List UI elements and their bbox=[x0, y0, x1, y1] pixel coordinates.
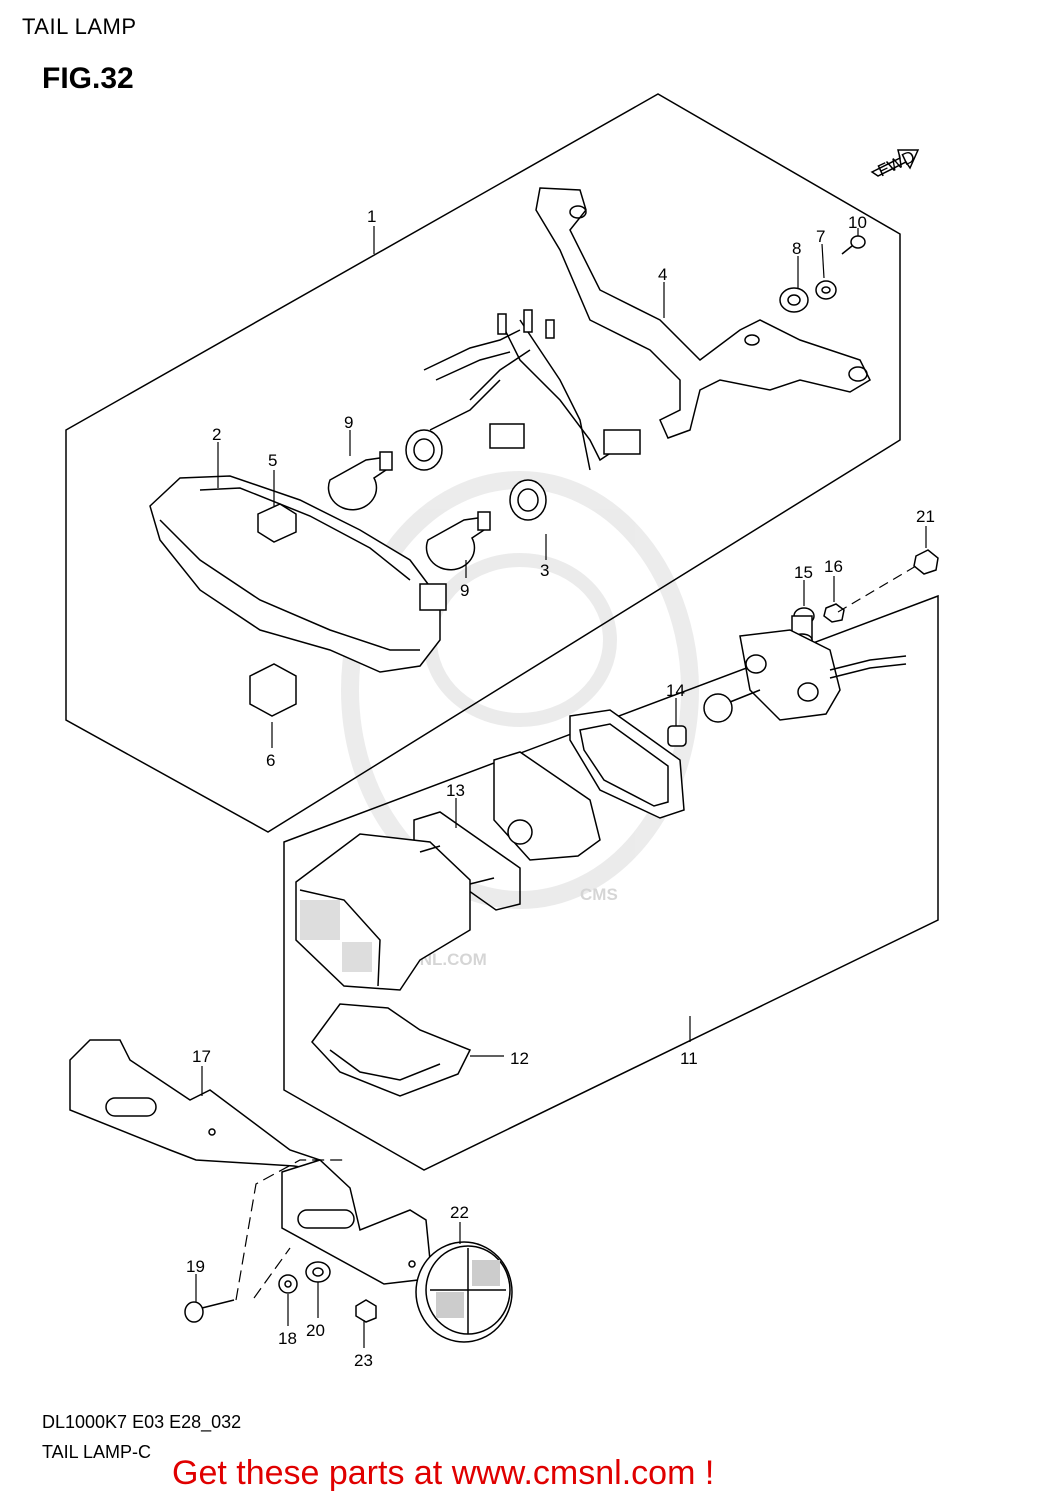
part-lens-housing bbox=[149, 475, 447, 673]
model-code: DL1000K7 E03 E28_032 bbox=[42, 1412, 242, 1432]
part-lamp-base bbox=[739, 629, 907, 721]
part-washer bbox=[815, 280, 837, 300]
callout-label: 4 bbox=[658, 265, 667, 284]
callout-label: 23 bbox=[354, 1351, 373, 1370]
promo-link[interactable]: Get these parts at www.cmsnl.com ! bbox=[172, 1454, 715, 1492]
part-harness bbox=[423, 309, 641, 471]
callout-label: 6 bbox=[266, 751, 275, 770]
figure-label: FIG.32 bbox=[42, 62, 134, 95]
part-bulb bbox=[327, 451, 491, 571]
callout-label: 5 bbox=[268, 451, 277, 470]
callout-label: 7 bbox=[816, 227, 825, 246]
callout-label: 9 bbox=[460, 581, 469, 600]
guide-lines bbox=[235, 1159, 346, 1301]
part-bolt-19 bbox=[184, 1299, 235, 1323]
callout-numbers: 1 2 3 4 5 6 7 8 9 9 10 11 12 13 14 15 16… bbox=[186, 207, 935, 1370]
callout-label: 14 bbox=[666, 681, 685, 700]
forward-arrow-icon: FWD bbox=[870, 147, 920, 181]
callout-label: 9 bbox=[344, 413, 353, 432]
callout-label: 19 bbox=[186, 1257, 205, 1276]
part-nut-top bbox=[913, 549, 939, 575]
part-tail-lens bbox=[295, 833, 495, 991]
callout-label: 2 bbox=[212, 425, 221, 444]
diagram-caption: TAIL LAMP-C bbox=[42, 1442, 152, 1462]
callout-label: 1 bbox=[367, 207, 376, 226]
callout-label: 13 bbox=[446, 781, 465, 800]
callout-label: 12 bbox=[510, 1049, 529, 1068]
callout-label: 3 bbox=[540, 561, 549, 580]
callout-label: 18 bbox=[278, 1329, 297, 1348]
part-nut-20 bbox=[305, 1261, 331, 1283]
callout-label: 16 bbox=[824, 557, 843, 576]
part-small-bulb bbox=[667, 689, 761, 747]
part-lamp-housing bbox=[493, 751, 601, 861]
part-reflector bbox=[311, 1003, 472, 1097]
callout-label: 8 bbox=[792, 239, 801, 258]
part-screw bbox=[841, 235, 866, 255]
part-nut-23 bbox=[355, 1299, 377, 1323]
callout-label: 20 bbox=[306, 1321, 325, 1340]
callout-label: 21 bbox=[916, 507, 935, 526]
section-title: TAIL LAMP bbox=[22, 14, 137, 39]
assembly-box-11 bbox=[283, 594, 939, 1171]
watermark-brand: CMS bbox=[580, 885, 618, 904]
part-gasket bbox=[569, 709, 685, 819]
part-cushion bbox=[249, 503, 297, 717]
callout-label: 15 bbox=[794, 563, 813, 582]
part-grommet bbox=[779, 287, 809, 313]
callout-label: 22 bbox=[450, 1203, 469, 1222]
part-plate-bracket bbox=[281, 1159, 431, 1285]
callout-label: 10 bbox=[848, 213, 867, 232]
callout-label: 11 bbox=[680, 1049, 698, 1068]
part-bracket bbox=[535, 187, 871, 439]
forward-badge: FWD bbox=[875, 147, 918, 181]
part-reflector-disc bbox=[415, 1241, 513, 1343]
part-washer-18 bbox=[278, 1274, 298, 1294]
part-socket bbox=[405, 429, 547, 521]
callout-label: 17 bbox=[192, 1047, 211, 1066]
leader-lines bbox=[195, 226, 927, 1348]
assembly-box-1 bbox=[65, 93, 901, 833]
part-flange-nut bbox=[823, 603, 845, 623]
part-license-bracket bbox=[69, 1039, 321, 1171]
